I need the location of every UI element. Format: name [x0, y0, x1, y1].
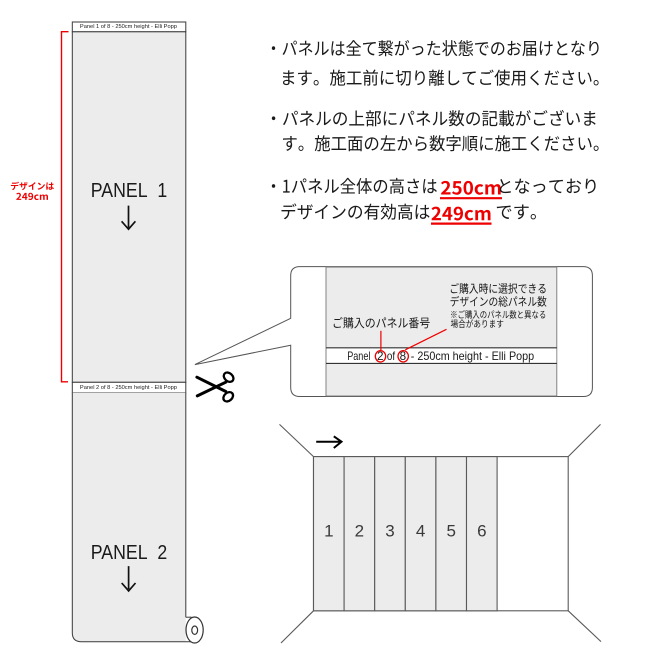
svg-text:PANEL 1: PANEL 1 — [91, 179, 168, 202]
svg-text:Panel 2 of 8 - 250cm height -: Panel 2 of 8 - 250cm height - Elli Popp — [80, 385, 177, 391]
svg-text:Panel 1 of 8 - 250cm height -: Panel 1 of 8 - 250cm height - Elli Popp — [80, 24, 177, 30]
svg-text:Panel: Panel — [347, 350, 370, 363]
svg-text:3: 3 — [385, 521, 394, 540]
svg-text:8: 8 — [400, 350, 407, 363]
svg-text:4: 4 — [416, 521, 425, 540]
svg-text:1: 1 — [324, 521, 333, 540]
svg-text:PANEL 2: PANEL 2 — [91, 541, 168, 564]
svg-text:2: 2 — [377, 350, 384, 363]
svg-text:5: 5 — [446, 521, 455, 540]
svg-text:2: 2 — [355, 521, 364, 540]
svg-text:- 250cm height - Elli Popp: - 250cm height - Elli Popp — [411, 350, 535, 363]
svg-text:6: 6 — [477, 521, 486, 540]
svg-text:of: of — [387, 350, 396, 363]
